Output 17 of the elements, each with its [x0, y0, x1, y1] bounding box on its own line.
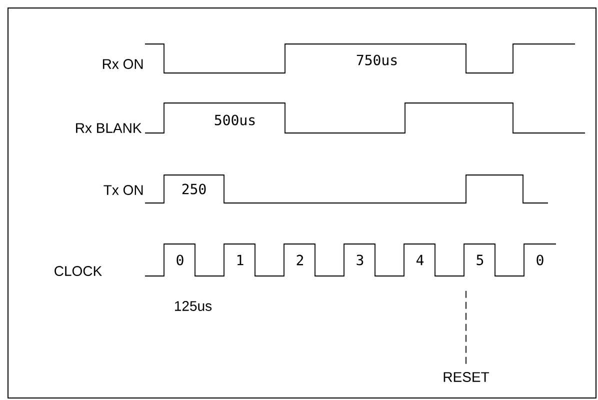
pulse-number: 0	[536, 254, 544, 266]
pulse-number: 5	[476, 254, 484, 266]
duration-label: 125us	[175, 301, 212, 311]
pulse-number: 1	[237, 254, 244, 266]
pulse-number: 3	[356, 254, 364, 266]
pulse-number: 0	[176, 254, 184, 266]
signal-name: Tx ON	[104, 185, 143, 195]
pulse-number: 4	[416, 254, 424, 266]
signal-name: Rx ON	[102, 59, 143, 69]
duration-label: 250	[182, 184, 206, 194]
signal-name: RESET	[444, 372, 490, 382]
signal-name: CLOCK	[54, 266, 102, 276]
pulse-number: 2	[296, 254, 304, 266]
waveform	[144, 244, 556, 276]
duration-label: 750us	[356, 54, 397, 66]
signal-name: Rx BLANK	[76, 123, 142, 133]
duration-label: 500us	[214, 114, 255, 126]
